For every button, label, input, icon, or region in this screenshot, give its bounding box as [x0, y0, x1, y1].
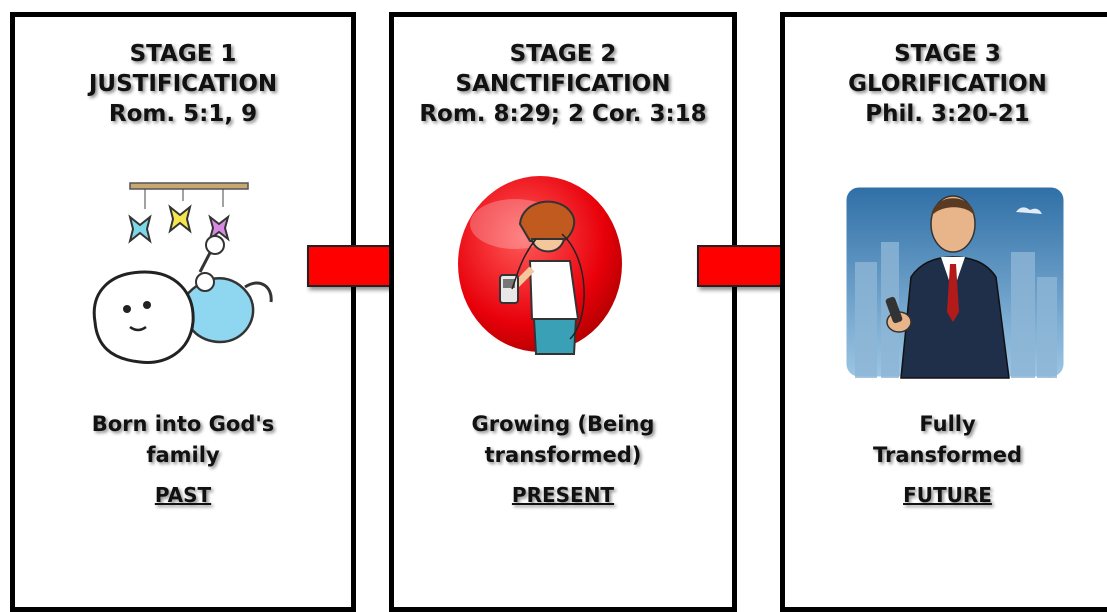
baby-icon	[92, 182, 273, 364]
stage-3-name: GLORIFICATION	[848, 71, 1047, 97]
stage-2-name: SANCTIFICATION	[455, 71, 671, 97]
stage-1-panel: STAGE 1 JUSTIFICATION Rom. 5:1, 9 Born i…	[10, 12, 356, 612]
stage-1-caption: Born into God's family	[15, 409, 351, 471]
stage-2-reference: Rom. 8:29; 2 Cor. 3:18	[419, 101, 707, 127]
stage-2-caption-line-1: Growing (Being	[471, 412, 655, 436]
stage-1-reference: Rom. 5:1, 9	[108, 101, 258, 127]
stage-1-time: PAST	[154, 483, 212, 507]
stage-3-caption-line-1: Fully	[919, 412, 976, 436]
stage-3-time: FUTURE	[903, 483, 992, 507]
stage-2-time: PRESENT	[511, 483, 615, 507]
stage-1-caption-line-2: family	[146, 443, 220, 467]
stage-2-caption: Growing (Being transformed)	[394, 409, 732, 471]
stage-2-caption-line-2: transformed)	[484, 443, 642, 467]
businessman-icon	[843, 184, 1067, 380]
stage-2-label: STAGE 2	[509, 41, 617, 67]
stage-2-panel: STAGE 2 SANCTIFICATION Rom. 8:29; 2 Cor.…	[389, 12, 737, 612]
stage-3-heading: STAGE 3 GLORIFICATION Phil. 3:20-21	[785, 39, 1107, 129]
stage-3-caption-line-2: Transformed	[872, 443, 1023, 467]
stage-1-caption-line-1: Born into God's	[91, 412, 275, 436]
stage-3-label: STAGE 3	[894, 41, 1001, 67]
stage-3-caption: Fully Transformed	[785, 409, 1107, 471]
stage-3-panel: STAGE 3 GLORIFICATION Phil. 3:20-21	[780, 12, 1107, 612]
teen-with-music-player-icon	[458, 176, 622, 355]
stage-3-reference: Phil. 3:20-21	[865, 101, 1030, 127]
stage-1-heading: STAGE 1 JUSTIFICATION Rom. 5:1, 9	[15, 39, 351, 129]
stage-2-heading: STAGE 2 SANCTIFICATION Rom. 8:29; 2 Cor.…	[394, 39, 732, 129]
stage-1-name: JUSTIFICATION	[88, 71, 278, 97]
stage-1-label: STAGE 1	[129, 41, 237, 67]
